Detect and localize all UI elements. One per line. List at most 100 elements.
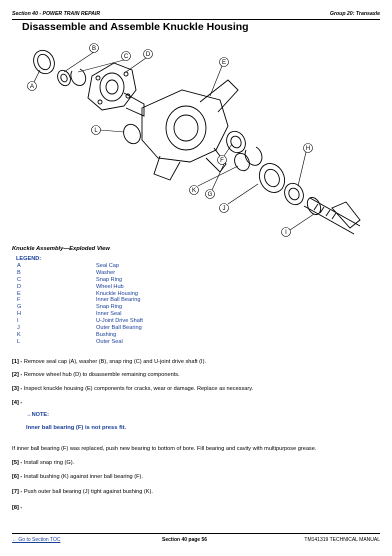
manual-id: TM141319 TECHNICAL MANUAL [304, 537, 380, 543]
page-title: Disassemble and Assemble Knuckle Housing [22, 21, 249, 33]
snap-ring-part [70, 68, 87, 87]
note-label: →NOTE: [26, 412, 49, 418]
legend-row: H Inner Seal [14, 311, 274, 318]
legend-row: A Seal Cap [14, 263, 274, 270]
callout-j: J [223, 206, 226, 212]
legend-label: Inner Seal [96, 311, 122, 318]
callout-l: L [94, 128, 98, 134]
legend-row: C Snap Ring [14, 277, 274, 284]
legend-label: Snap Ring [96, 304, 123, 311]
step-number: [1] - [12, 359, 23, 365]
page-header: Section 40 - POWER TRAIN REPAIR Group 20… [12, 11, 380, 20]
step-2: [2] - Remove wheel hub (D) to disassembl… [12, 372, 180, 378]
bushing-part [234, 152, 250, 172]
legend-row: J Outer Ball Bearing [14, 325, 274, 332]
outer-seal-part [123, 123, 141, 145]
legend-key: I [17, 318, 19, 325]
legend-label: Inner Ball Bearing [96, 297, 141, 304]
legend-key: D [17, 283, 22, 290]
legend-key: L [17, 338, 21, 345]
callout-f: F [220, 158, 224, 164]
section-toc-link[interactable]: ← Go to Section TOC [12, 537, 61, 543]
knuckle-housing-part [141, 79, 239, 181]
callout-i: I [285, 230, 287, 236]
legend-row: K Bushing [14, 332, 274, 339]
legend-row: L Outer Seal [14, 339, 274, 346]
outer-ball-bearing-part [258, 163, 286, 193]
snap-ring-g-part [244, 146, 263, 166]
legend-key: A [17, 263, 21, 269]
note-text: Inner ball bearing (F) is not press fit. [26, 425, 127, 431]
washer-part [57, 69, 71, 87]
wheel-hub-part [87, 62, 145, 117]
legend-key: F [17, 297, 21, 304]
legend-key: K [17, 331, 21, 338]
step-text: Remove wheel hub (D) to disassemble rema… [23, 372, 180, 378]
step-4: [4] - [12, 400, 22, 406]
header-section: Section 40 - POWER TRAIN REPAIR [12, 11, 101, 17]
legend-label: Washer [96, 269, 116, 276]
step-8: [8] - [12, 505, 22, 511]
step-text: Remove seal cap (A), washer (B), snap ri… [23, 359, 206, 365]
callout-e: E [222, 60, 226, 66]
step-text: Install bushing (K) against inner ball b… [23, 474, 143, 480]
exploded-view-drawing: A B C D E F G H I J K L [27, 43, 361, 237]
step-3: [3] - Inspect knuckle housing (E) compon… [12, 386, 253, 392]
step-number: [4] - [12, 400, 23, 406]
inner-ball-bearing-part [226, 130, 246, 154]
step-5: [5] - Install snap ring (G). [12, 460, 74, 466]
legend-key: H [17, 311, 22, 318]
page-number: Section 40 page 56 [162, 537, 208, 543]
callout-g: G [208, 192, 213, 198]
exploded-view-figure: A B C D E F G H I J K L [14, 38, 380, 238]
callout-h: H [306, 146, 310, 152]
callout-a: A [30, 84, 34, 90]
figure-caption: Knuckle Assembly—Exploded View [12, 246, 110, 252]
legend-label: U-Joint Drive Shaft [96, 318, 143, 325]
callout-c: C [124, 54, 129, 60]
callout-k: K [192, 188, 196, 194]
legend-key: G [17, 304, 22, 311]
callout-d: D [146, 52, 151, 58]
header-group: Group 20: Transaxle [329, 11, 380, 17]
legend-title: LEGEND: [16, 256, 42, 262]
legend-label: Wheel Hub [96, 283, 124, 290]
step-number: [2] - [12, 372, 23, 378]
step-text: Install snap ring (G). [23, 460, 75, 466]
legend-label: Seal Cap [96, 263, 120, 269]
step-4-text: If inner ball bearing (F) was replaced, … [12, 446, 317, 452]
callout-b: B [92, 46, 96, 52]
u-joint-drive-shaft-part [303, 197, 361, 235]
step-7: [7] - Push outer ball bearing (J) tight … [12, 489, 153, 495]
legend-row: F Inner Ball Bearing [14, 297, 274, 304]
step-number: [3] - [12, 386, 23, 392]
legend-row: E Knuckle Housing [14, 291, 274, 298]
footer-divider [12, 533, 380, 534]
step-6: [6] - Install bushing (K) against inner … [12, 474, 143, 480]
step-1: [1] - Remove seal cap (A), washer (B), s… [12, 359, 206, 365]
header-divider [12, 19, 380, 20]
legend-key: C [17, 276, 22, 283]
legend-label: Outer Ball Bearing [96, 325, 142, 332]
step-text: Inspect knuckle housing (E) components f… [23, 386, 254, 392]
legend-label: Bushing [96, 331, 117, 338]
step-number: [7] - [12, 489, 23, 495]
legend: LEGEND: A Seal Cap B Washer C Snap Ring D Wh… [14, 256, 274, 346]
seal-cap-part [33, 49, 55, 75]
legend-label: Knuckle Housing [96, 290, 138, 297]
page-footer: ← Go to Section TOC Section 40 page 56 T… [12, 537, 380, 545]
legend-label: Outer Seal [96, 338, 123, 345]
step-text: Push outer ball bearing (J) tight agains… [23, 489, 153, 495]
step-number: [5] - [12, 460, 23, 466]
step-number: [8] - [12, 505, 23, 511]
step-number: [6] - [12, 474, 23, 480]
legend-row: I U-Joint Drive Shaft [14, 318, 274, 325]
legend-row: G Snap Ring [14, 304, 274, 311]
legend-label: Snap Ring [96, 276, 123, 283]
legend-key: J [17, 325, 20, 332]
legend-row: D Wheel Hub [14, 284, 274, 291]
legend-key: E [17, 290, 21, 297]
legend-key: B [17, 269, 21, 276]
legend-row: B Washer [14, 270, 274, 277]
